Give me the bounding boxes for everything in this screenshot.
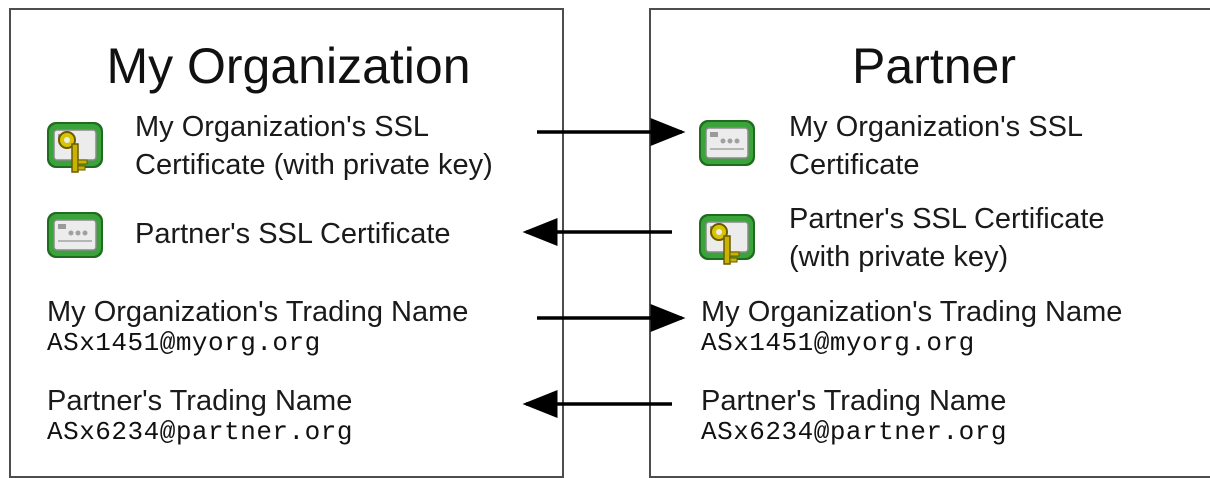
cert-label-line2: (with private key) bbox=[789, 241, 1009, 273]
partner-myorg-certificate-label: My Organization's SSL Certificate bbox=[789, 108, 1083, 184]
my-org-own-trading-name: My Organization's Trading Name ASx1451@m… bbox=[47, 296, 468, 357]
trading-name-email: ASx1451@myorg.org bbox=[47, 328, 321, 358]
my-organization-panel: My Organization My Organization's SSL Ce… bbox=[9, 8, 564, 478]
my-organization-title: My Organization bbox=[106, 38, 471, 94]
trading-name-label: Partner's Trading Name bbox=[47, 385, 353, 417]
trading-name-email: ASx6234@partner.org bbox=[47, 417, 353, 447]
cert-label-line1: Partner's SSL Certificate bbox=[789, 203, 1105, 235]
partner-own-trading-name: Partner's Trading Name ASx6234@partner.o… bbox=[701, 385, 1007, 446]
my-org-own-certificate-label: My Organization's SSL Certificate (with … bbox=[135, 108, 493, 184]
my-org-partner-trading-name: Partner's Trading Name ASx6234@partner.o… bbox=[47, 385, 353, 446]
partner-myorg-trading-name: My Organization's Trading Name ASx1451@m… bbox=[701, 296, 1122, 357]
cert-label-line2: Certificate (with private key) bbox=[135, 149, 493, 181]
trading-name-email: ASx1451@myorg.org bbox=[701, 328, 975, 358]
partner-panel: Partner My Organization's SSL Certificat… bbox=[649, 8, 1210, 478]
trading-name-email: ASx6234@partner.org bbox=[701, 417, 1007, 447]
certificate-icon bbox=[697, 114, 757, 174]
partner-own-certificate-label: Partner's SSL Certificate (with private … bbox=[789, 200, 1105, 276]
cert-label-line1: Partner's SSL Certificate bbox=[135, 218, 451, 250]
trading-name-label: Partner's Trading Name bbox=[701, 385, 1007, 417]
cert-label-line1: My Organization's SSL bbox=[135, 111, 430, 143]
certificate-with-key-icon bbox=[45, 116, 105, 176]
trading-name-label: My Organization's Trading Name bbox=[47, 296, 469, 328]
cert-label-line1: My Organization's SSL bbox=[789, 111, 1084, 143]
my-org-partner-certificate-label: Partner's SSL Certificate bbox=[135, 215, 451, 253]
certificate-icon bbox=[45, 206, 105, 266]
cert-label-line2: Certificate bbox=[789, 149, 920, 181]
certificate-with-key-icon bbox=[697, 208, 757, 268]
trading-name-label: My Organization's Trading Name bbox=[701, 296, 1123, 328]
partner-title: Partner bbox=[852, 38, 1016, 94]
